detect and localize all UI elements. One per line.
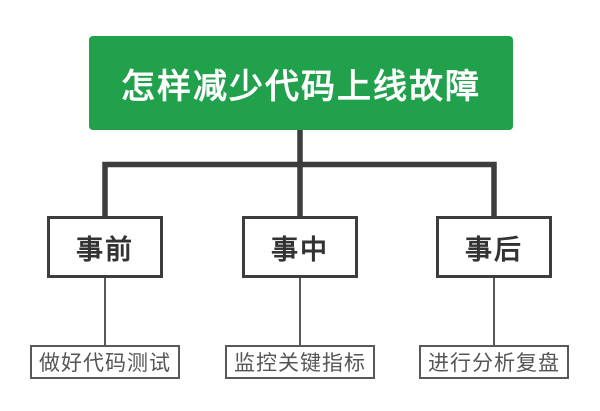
- branch-node-label: 事中: [271, 234, 329, 265]
- branch-node-during: 事中: [242, 216, 358, 278]
- branch-node-before: 事前: [47, 216, 163, 278]
- leaf-node-monitor-metrics: 监控关键指标: [225, 345, 375, 379]
- leaf-node-code-testing: 做好代码测试: [30, 345, 180, 379]
- leaf-node-label: 进行分析复盘: [428, 352, 560, 375]
- branch-rail-line: [102, 161, 497, 220]
- leaf-node-label: 监控关键指标: [234, 352, 366, 375]
- branch-node-after: 事后: [436, 216, 552, 278]
- root-node-label: 怎样减少代码上线故障: [121, 67, 481, 106]
- branch-node-label: 事前: [76, 234, 134, 265]
- root-node: 怎样减少代码上线故障: [89, 36, 513, 130]
- branch-node-label: 事后: [465, 234, 523, 265]
- leaf-node-label: 做好代码测试: [39, 352, 171, 375]
- leaf-node-analysis-review: 进行分析复盘: [419, 345, 569, 379]
